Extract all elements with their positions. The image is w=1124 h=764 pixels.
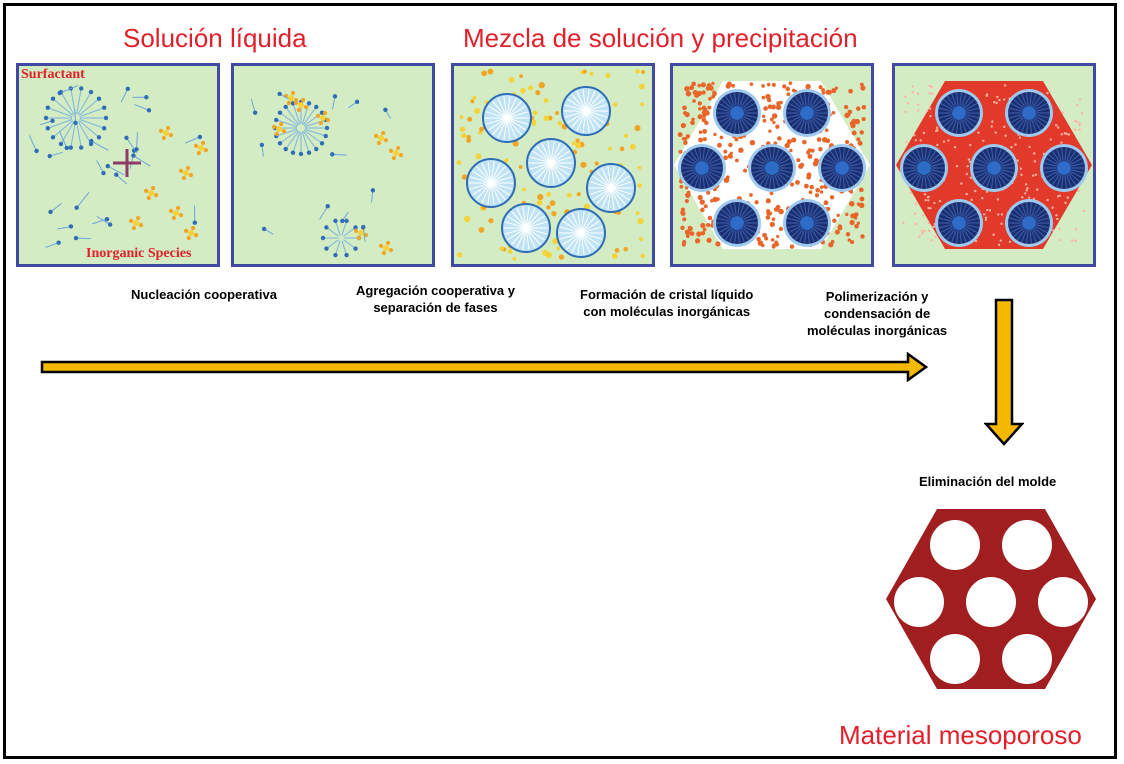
panel-liquid-crystal: [670, 63, 874, 267]
caption-template-removal-text: Eliminación del molde: [919, 474, 1057, 489]
process-arrow-vertical: [984, 298, 1024, 446]
mesoporous-material: [886, 509, 1096, 689]
caption-aggregation: Agregación cooperativa y separación de f…: [356, 282, 515, 316]
caption-formation-line1: Formación de cristal líquido: [580, 287, 754, 302]
caption-nucleation-text: Nucleación cooperativa: [131, 287, 277, 302]
caption-nucleation: Nucleación cooperativa: [131, 286, 277, 303]
caption-polymerization-line2: condensación de: [823, 306, 931, 321]
caption-formation: Formación de cristal líquido con molécul…: [580, 286, 753, 320]
caption-aggregation-line1: Agregación cooperativa y: [356, 283, 515, 298]
caption-polymerization-line3: moléculas inorgánicas: [807, 323, 948, 338]
panel-separate-species: Surfactant Inorganic Species: [16, 63, 220, 267]
panel-polymerization: [892, 63, 1096, 267]
caption-template-removal: Eliminación del molde: [919, 473, 1056, 490]
panel-cooperative-nucleation: [231, 63, 435, 267]
process-arrow-horizontal: [40, 352, 929, 382]
heading-mixing-precipitation: Mezcla de solución y precipitación: [463, 23, 858, 53]
caption-aggregation-line2: separación de fases: [373, 300, 498, 315]
surfactant-label: Surfactant: [21, 67, 85, 82]
caption-formation-line2: con moléculas inorgánicas: [583, 304, 751, 319]
heading-mesoporous-material: Material mesoporoso: [839, 720, 1082, 750]
inorganic-species-label: Inorganic Species: [86, 246, 192, 261]
caption-polymerization: Polimerización y condensación de molécul…: [807, 288, 947, 339]
heading-liquid-solution: Solución líquida: [123, 23, 307, 53]
figure-frame: Solución líquida Mezcla de solución y pr…: [3, 3, 1117, 759]
caption-polymerization-line1: Polimerización y: [825, 289, 929, 304]
panel-aggregation: [451, 63, 655, 267]
